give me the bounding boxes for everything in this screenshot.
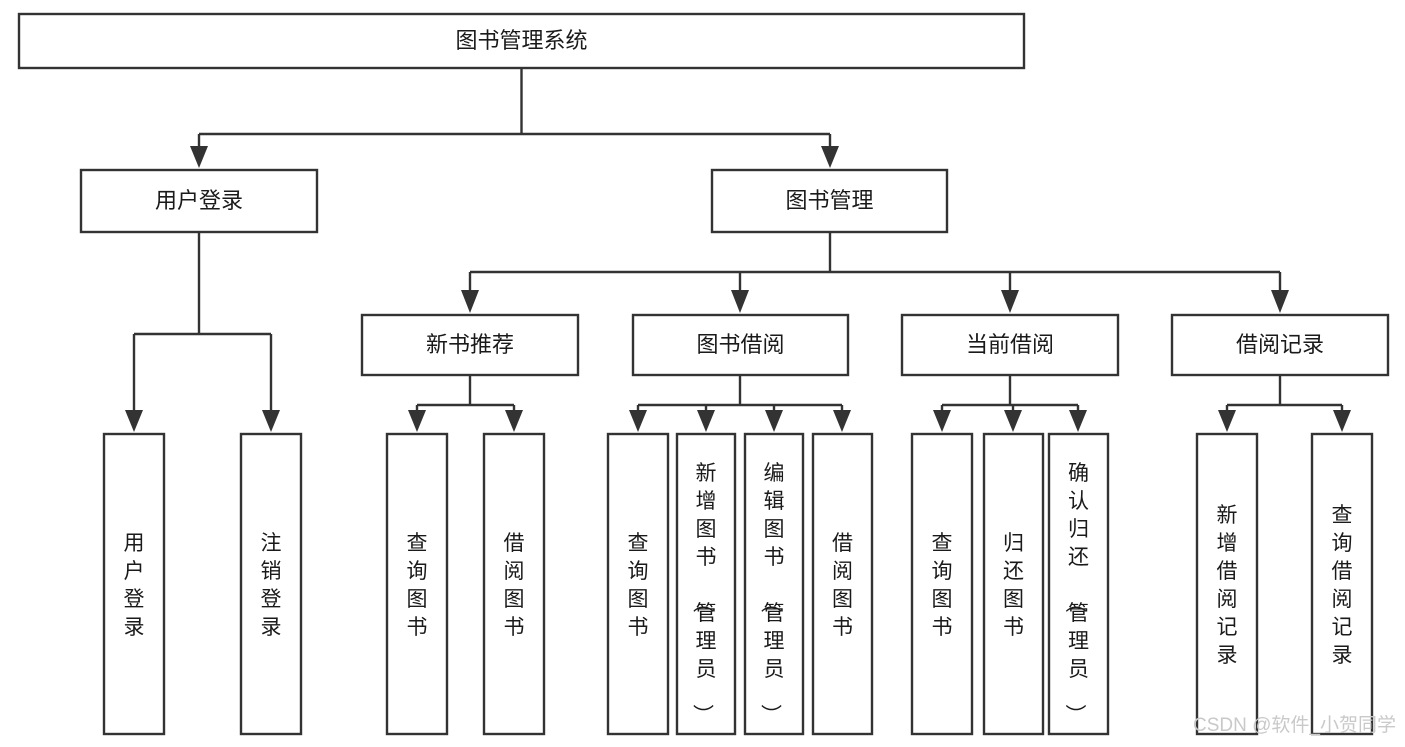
node-leaf-borrow-book-bw-box[interactable]: [811, 432, 874, 736]
node-leaf-query-book-bw[interactable]: 查询图书: [606, 432, 670, 736]
arrow-head-leaf-user-logout: [262, 410, 280, 432]
node-borrow-record-label: 借阅记录: [1236, 332, 1324, 357]
node-book-manage[interactable]: 图书管理: [710, 168, 949, 234]
node-new-book-rec[interactable]: 新书推荐: [360, 313, 580, 377]
node-new-book-rec-label: 新书推荐: [426, 332, 514, 357]
node-leaf-return-book-box[interactable]: [982, 432, 1045, 736]
node-book-borrow-box[interactable]: [631, 313, 850, 377]
node-leaf-query-book-cb[interactable]: 查询图书: [910, 432, 974, 736]
connector-layer: [125, 68, 1351, 432]
node-current-borrow-label: 当前借阅: [966, 332, 1054, 357]
node-leaf-query-record-box[interactable]: [1310, 432, 1374, 736]
arrow-head-leaf-return-book: [1004, 410, 1022, 432]
arrow-head-leaf-edit-book: [765, 410, 783, 432]
arrow-head-current-borrow: [1001, 290, 1019, 313]
arrow-head-leaf-user-login: [125, 410, 143, 432]
node-leaf-query-book-cb-label: 查询图书: [932, 532, 953, 639]
node-leaf-query-book-cb-box[interactable]: [910, 432, 974, 736]
node-leaf-query-book-rec[interactable]: 查询图书: [385, 432, 449, 736]
node-leaf-return-book-label: 归还图书: [1003, 532, 1024, 639]
arrow-head-leaf-borrow-book-bw: [833, 410, 851, 432]
node-user-login[interactable]: 用户登录: [79, 168, 319, 234]
node-book-manage-label: 图书管理: [785, 188, 873, 213]
node-user-login-label: 用户登录: [155, 188, 243, 213]
node-leaf-borrow-book-rec[interactable]: 借阅图书: [482, 432, 546, 736]
arrow-head-leaf-query-book-cb: [933, 410, 951, 432]
node-root[interactable]: 图书管理系统: [17, 12, 1026, 70]
node-leaf-query-book-rec-label: 查询图书: [407, 532, 428, 639]
node-leaf-user-login[interactable]: 用户登录: [102, 432, 166, 736]
node-leaf-confirm-return-label: 确认归还（管理员）: [1063, 462, 1089, 725]
node-book-borrow[interactable]: 图书借阅: [631, 313, 850, 377]
arrow-head-book-borrow: [731, 290, 749, 313]
node-current-borrow-box[interactable]: [900, 313, 1120, 377]
node-leaf-borrow-book-rec-label: 借阅图书: [504, 532, 525, 639]
node-book-manage-box[interactable]: [710, 168, 949, 234]
node-borrow-record[interactable]: 借阅记录: [1170, 313, 1390, 377]
node-leaf-user-login-label: 用户登录: [124, 532, 145, 639]
arrow-head-leaf-query-book-bw: [629, 410, 647, 432]
node-leaf-add-record-box[interactable]: [1195, 432, 1259, 736]
node-borrow-record-box[interactable]: [1170, 313, 1390, 377]
node-leaf-query-book-bw-box[interactable]: [606, 432, 670, 736]
node-leaf-user-login-box[interactable]: [102, 432, 166, 736]
node-leaf-edit-book[interactable]: 编辑图书（管理员）: [743, 432, 805, 736]
arrow-head-leaf-confirm-return: [1069, 410, 1087, 432]
node-leaf-confirm-return-box[interactable]: [1047, 432, 1110, 736]
node-leaf-edit-book-box[interactable]: [743, 432, 805, 736]
node-root-box[interactable]: [17, 12, 1026, 70]
node-leaf-add-book-box[interactable]: [675, 432, 737, 736]
node-leaf-edit-book-label: 编辑图书（管理员）: [759, 462, 785, 725]
arrow-head-leaf-query-record: [1333, 410, 1351, 432]
node-leaf-user-logout-label: 注销登录: [261, 532, 282, 639]
node-leaf-query-record[interactable]: 查询借阅记录: [1310, 432, 1374, 736]
arrow-head-leaf-add-book: [697, 410, 715, 432]
node-leaf-query-book-rec-box[interactable]: [385, 432, 449, 736]
node-new-book-rec-box[interactable]: [360, 313, 580, 377]
arrow-head-leaf-borrow-book-rec: [505, 410, 523, 432]
arrow-head-leaf-query-book-rec: [408, 410, 426, 432]
node-leaf-add-book[interactable]: 新增图书（管理员）: [675, 432, 737, 736]
node-book-borrow-label: 图书借阅: [696, 332, 784, 357]
node-leaf-borrow-book-rec-box[interactable]: [482, 432, 546, 736]
node-user-login-box[interactable]: [79, 168, 319, 234]
node-leaf-return-book[interactable]: 归还图书: [982, 432, 1045, 736]
node-leaf-add-record-label: 新增借阅记录: [1217, 504, 1238, 667]
node-current-borrow[interactable]: 当前借阅: [900, 313, 1120, 377]
csdn-watermark: CSDN @软件_小贺同学: [1193, 714, 1396, 736]
node-root-label: 图书管理系统: [455, 28, 587, 53]
node-leaf-borrow-book-bw-label: 借阅图书: [832, 532, 853, 639]
node-leaf-user-logout[interactable]: 注销登录: [239, 432, 303, 736]
arrow-head-new-book-rec: [461, 290, 479, 313]
arrow-head-user-login: [190, 146, 208, 168]
node-leaf-add-book-label: 新增图书（管理员）: [691, 462, 717, 725]
node-leaf-add-record[interactable]: 新增借阅记录: [1195, 432, 1259, 736]
node-leaf-query-record-label: 查询借阅记录: [1332, 504, 1353, 667]
node-leaf-confirm-return[interactable]: 确认归还（管理员）: [1047, 432, 1110, 736]
arrow-head-leaf-add-record: [1218, 410, 1236, 432]
arrow-head-borrow-record: [1271, 290, 1289, 313]
node-leaf-borrow-book-bw[interactable]: 借阅图书: [811, 432, 874, 736]
arrow-head-book-manage: [821, 146, 839, 168]
node-leaf-query-book-bw-label: 查询图书: [628, 532, 649, 639]
node-leaf-user-logout-box[interactable]: [239, 432, 303, 736]
